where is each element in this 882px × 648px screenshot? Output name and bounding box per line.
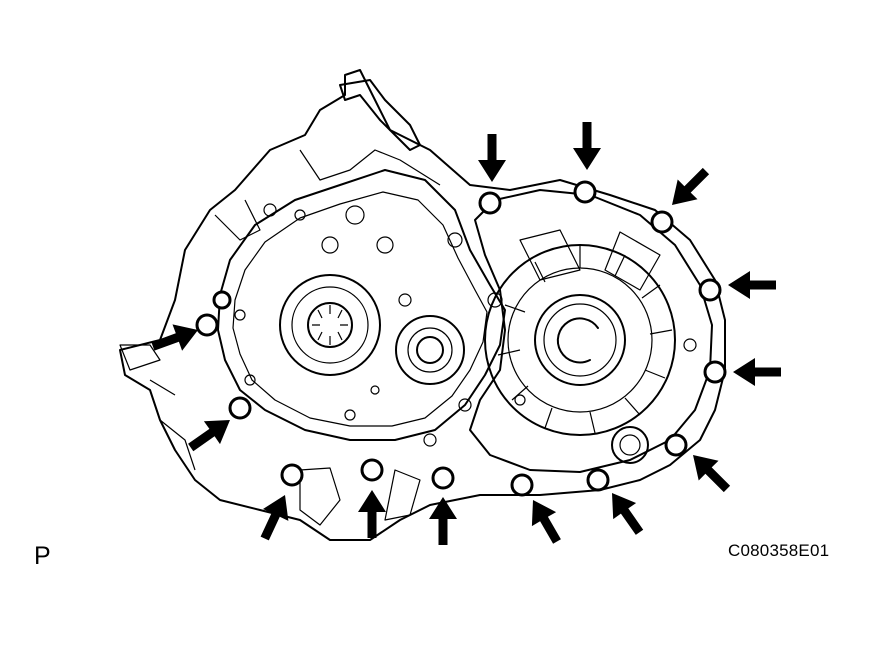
case-holes: [234, 203, 526, 447]
arrow-icon: [612, 493, 644, 535]
output-shaft-gear: [416, 336, 444, 364]
arrow-icon: [573, 122, 601, 170]
top-shaft-boss: [339, 79, 421, 151]
arrow-icon: [429, 497, 457, 545]
arrow-icon: [531, 500, 561, 544]
input-shaft-gear: [307, 302, 353, 348]
arrow-icon: [478, 134, 506, 182]
arrow-icon: [733, 358, 781, 386]
arrow-icon: [358, 490, 386, 538]
housing-outline: [119, 69, 726, 541]
output-shaft-bore: [395, 315, 465, 385]
differential-bore: [534, 294, 626, 386]
input-shaft-bore: [279, 274, 381, 376]
arrow-icon: [728, 271, 776, 299]
arrow-icon: [672, 167, 710, 205]
arrow-icon: [151, 324, 198, 351]
arrow-icon: [188, 420, 230, 452]
callout-arrows: [151, 122, 781, 545]
arrow-icon: [693, 455, 731, 493]
left-case-flange: [217, 169, 506, 441]
bolt-icon: [195, 180, 727, 497]
view-label: P: [34, 542, 51, 570]
differential-housing: [484, 244, 676, 436]
arrow-icon: [260, 495, 289, 541]
right-case-flange: [469, 189, 713, 473]
figure-code: C080358E01: [728, 541, 830, 560]
drain-plug-boss: [611, 426, 649, 464]
